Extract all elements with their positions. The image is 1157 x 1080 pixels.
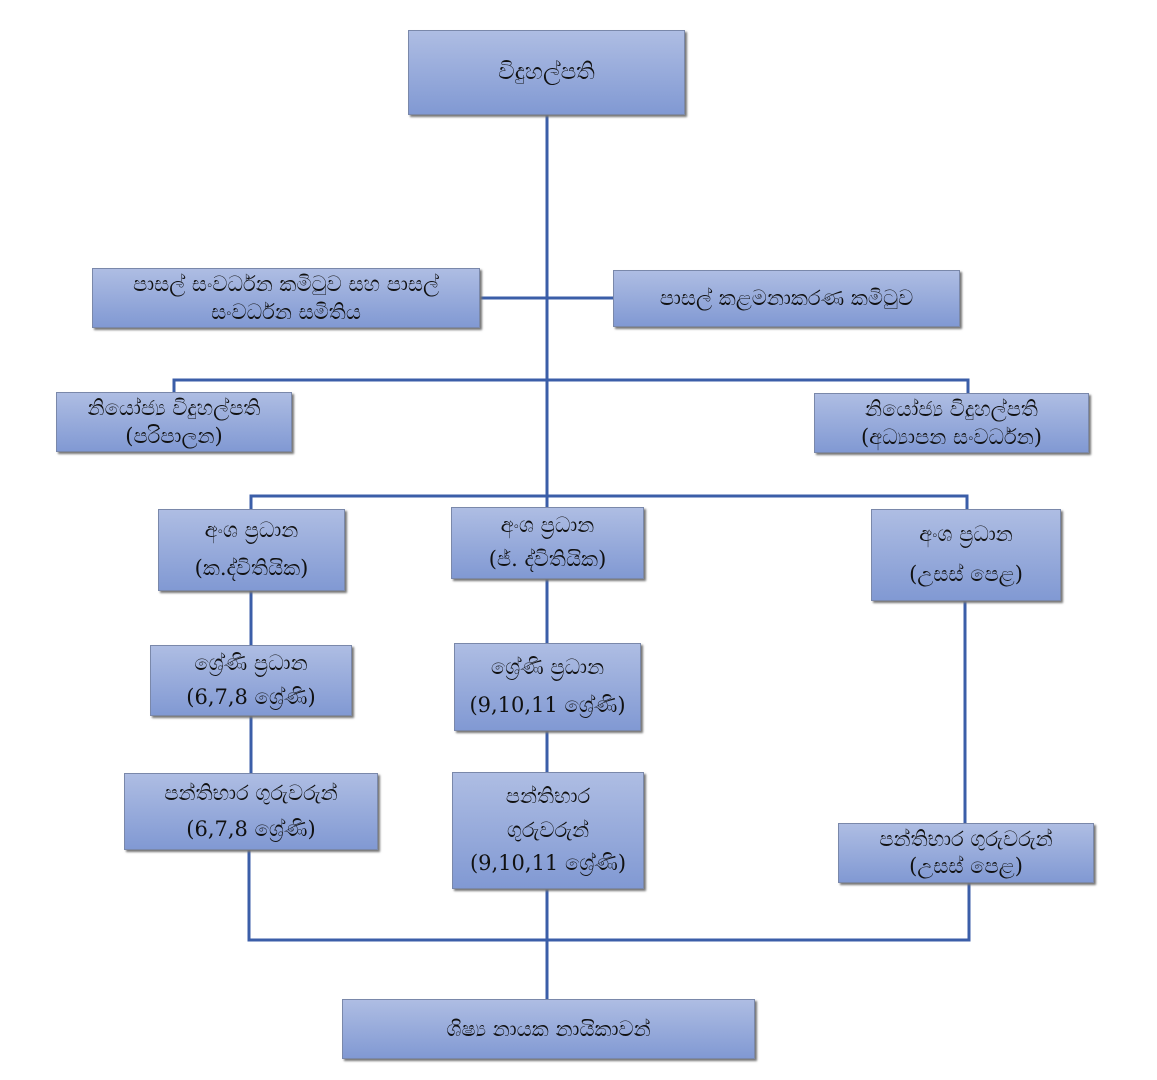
connector (249, 494, 969, 510)
node-deputy-admin: නියෝජ්‍ය විදුහල්පති (පරිපාලන) (56, 392, 292, 452)
node-label: අංශ ප්‍රධාන (204, 518, 299, 543)
node-grade-head-9-11: ශ්‍රේණි ප්‍රධාන (9,10,11 ශ්‍රේණි) (454, 643, 641, 731)
node-label: (පරිපාලන) (125, 424, 223, 448)
node-section-advanced: අංශ ප්‍රධාන (උසස් පෙළ) (871, 509, 1061, 601)
node-label: (උසස් පෙළ) (909, 854, 1023, 878)
node-label: (6,7,8 ශ්‍රේණි) (186, 684, 316, 709)
node-label: (6,7,8 ශ්‍රේණි) (186, 816, 316, 841)
node-label: (9,10,11 ශ්‍රේණි) (469, 851, 627, 876)
node-section-junior: අංශ ප්‍රධාන (ක.ද්විතියික) (158, 509, 345, 591)
node-label: අංශ ප්‍රධාන (500, 513, 595, 538)
connector (172, 378, 970, 394)
node-label: විදුහල්පති (498, 58, 595, 85)
node-class-teachers-9-11: පන්තිභාර ගුරුවරුන් (9,10,11 ශ්‍රේණි) (452, 772, 644, 889)
node-label: පන්තිභාර (505, 784, 591, 809)
node-label: පාසල් කළමනාකරණ කමිටුව (659, 286, 914, 311)
node-class-teachers-al: පන්තිභාර ගුරුවරුන් (උසස් පෙළ) (838, 823, 1094, 883)
node-label: ගුරුවරුන් (506, 817, 590, 842)
node-label: අංශ ප්‍රධාන (919, 522, 1013, 547)
node-label: (උසස් පෙළ) (909, 562, 1023, 586)
node-label: (ක.ද්විතියික) (194, 556, 309, 580)
node-label: (ජ්. ද්විතියික) (488, 547, 607, 571)
node-management-committee: පාසල් කළමනාකරණ කමිටුව (613, 270, 960, 327)
node-label: පන්තිභාර ගුරුවරුන් (879, 826, 1053, 851)
node-label: පාසල් සංවර්ධන කමිටුව සහ පාසල් (133, 271, 439, 296)
connector (247, 850, 971, 942)
node-label: ශිෂ්‍ය නායක නායිකාවන් (446, 1016, 651, 1041)
node-label: (අධ්‍යාපන සංවර්ධන) (860, 425, 1042, 449)
node-development-committee: පාසල් සංවර්ධන කමිටුව සහ පාසල් සංවර්ධන සම… (92, 268, 480, 328)
node-class-teachers-6-8: පන්තිභාර ගුරුවරුන් (6,7,8 ශ්‍රේණි) (124, 773, 378, 850)
node-deputy-education: නියෝජ්‍ය විදුහල්පති (අධ්‍යාපන සංවර්ධන) (814, 393, 1089, 453)
node-section-senior: අංශ ප්‍රධාන (ජ්. ද්විතියික) (451, 507, 644, 579)
node-label: (9,10,11 ශ්‍රේණි) (469, 693, 626, 717)
node-label: නියෝජ්‍ය විදුහල්පති (865, 396, 1038, 421)
node-grade-head-6-8: ශ්‍රේණි ප්‍රධාන (6,7,8 ශ්‍රේණි) (150, 645, 352, 716)
node-prefects: ශිෂ්‍ය නායක නායිකාවන් (342, 999, 755, 1059)
node-label: පන්තිභාර ගුරුවරුන් (164, 780, 338, 805)
node-label: සංවර්ධන සමිතිය (211, 300, 361, 324)
node-principal: විදුහල්පති (408, 30, 685, 115)
node-label: ශ්‍රේණි ප්‍රධාන (194, 650, 308, 675)
node-label: නියෝජ්‍ය විදුහල්පති (87, 395, 261, 420)
node-label: ශ්‍රේණි ප්‍රධාන (490, 655, 605, 680)
